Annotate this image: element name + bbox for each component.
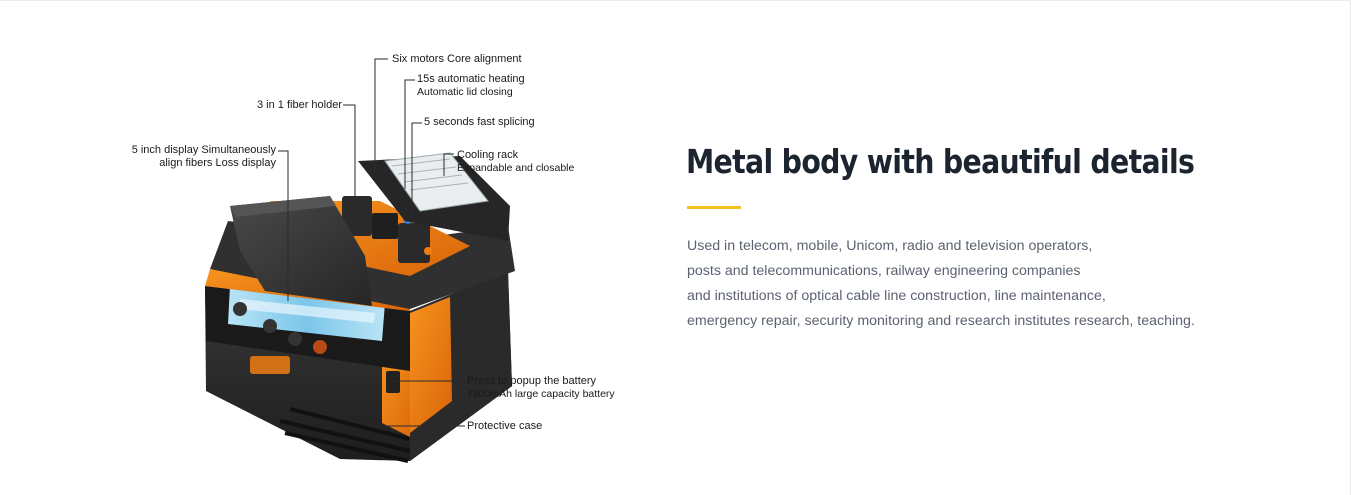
fiber-holder-left [342,196,372,236]
callout-display-line2: align fibers Loss display [159,157,276,169]
callout-battery: Press to popup the battery 7800mAh large… [467,375,615,401]
fusion-splicer-figure: Six motors Core alignment 15s automatic … [110,41,630,481]
callout-display: 5 inch display Simultaneously align fibe… [132,144,276,170]
callout-display-line1: 5 inch display Simultaneously [131,144,276,156]
callout-heating: 15s automatic heating Automatic lid clos… [417,73,525,99]
callout-fast-splicing: 5 seconds fast splicing [424,116,535,129]
leader-display [278,150,289,301]
windshield-lid [230,196,372,306]
leader-six-motors [374,58,388,171]
leader-fiber-holder [343,104,356,203]
callout-cooling-rack-line1: Cooling rack [457,149,519,161]
control-button [233,302,247,316]
fusion-splicer-illustration [205,58,515,463]
fiber-clamp-orange [424,247,432,255]
description-line: and institutions of optical cable line c… [687,288,1106,304]
section-headline: Metal body with beautiful details [686,142,1195,181]
battery-button [386,371,400,393]
callout-protective-case-text: Protective case [467,420,543,432]
fiber-holder-right [398,223,430,263]
cooling-rack-lines [391,158,469,191]
callout-cooling-rack: Cooling rack Expandable and closable [457,149,574,175]
display-screen-bar [239,299,375,323]
right-side-orange [410,297,452,433]
callout-leaders [278,58,465,427]
callout-fiber-holder-text: 3 in 1 fiber holder [257,99,342,111]
callout-protective-case: Protective case [467,420,542,433]
cooling-rack [384,152,489,212]
leader-cooling-rack [443,153,454,176]
callout-cooling-rack-line2: Expandable and closable [457,162,575,174]
control-button [288,332,302,346]
leader-heating [404,79,415,189]
indicator-strip [250,356,290,374]
windshield-lid-edge [230,196,336,217]
control-button [263,319,277,333]
description-line: emergency repair, security monitoring an… [687,313,1195,329]
callout-fast-splicing-text: 5 seconds fast splicing [424,116,535,128]
description-paragraph: Used in telecom, mobile, Unicom, radio a… [687,234,1247,334]
callout-heating-line2: Automatic lid closing [417,86,513,98]
callout-battery-line1: Press to popup the battery [467,375,597,387]
electrode-block [372,213,398,239]
headline-accent-bar [687,206,741,209]
leader-fast-splicing [411,122,422,216]
description-line: posts and telecommunications, railway en… [687,263,1081,279]
protective-case-ribs [279,407,411,463]
callout-six-motors: Six motors Core alignment [392,53,522,66]
control-button [313,340,327,354]
callout-six-motors-text: Six motors Core alignment [392,53,522,65]
callout-battery-line2: 7800mAh large capacity battery [467,388,615,400]
description-line: Used in telecom, mobile, Unicom, radio a… [687,238,1093,254]
callout-heating-line1: 15s automatic heating [417,73,525,85]
callout-fiber-holder: 3 in 1 fiber holder [257,99,342,112]
